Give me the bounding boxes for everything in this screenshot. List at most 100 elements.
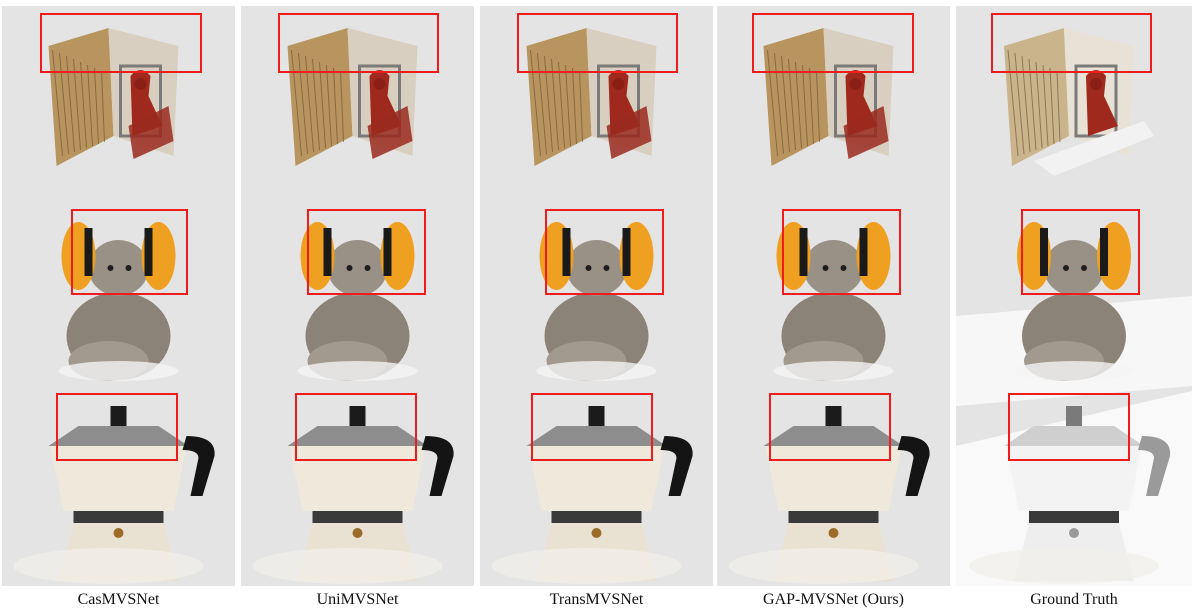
highlight-box — [307, 209, 426, 295]
lid-knob — [588, 406, 605, 428]
floor-points — [13, 548, 204, 584]
pot-lid — [287, 426, 428, 446]
lid-knob — [349, 406, 366, 428]
pot-handle — [421, 436, 454, 496]
floor-points — [969, 548, 1159, 584]
base-shadow — [773, 361, 894, 381]
result-panel — [480, 6, 713, 586]
reconstruction-image — [13, 13, 215, 584]
pot-lid — [48, 426, 189, 446]
highlight-box — [1008, 393, 1130, 461]
highlight-box — [1021, 209, 1140, 295]
base-shadow — [297, 361, 418, 381]
pot-upper-body — [765, 446, 902, 511]
rabbit-head — [1044, 240, 1104, 296]
rabbit-eye — [822, 265, 829, 271]
pot-waist — [312, 511, 403, 523]
rabbit-eye — [107, 265, 114, 271]
moka-pot-object — [491, 406, 693, 584]
highlight-box — [782, 209, 901, 295]
highlight-box — [545, 209, 664, 295]
pot-lid — [763, 426, 904, 446]
highlight-box — [71, 209, 188, 295]
moka-pot-object — [13, 406, 215, 584]
rabbit-object — [297, 222, 418, 381]
pressure-valve — [1069, 528, 1079, 538]
lid-knob — [1066, 406, 1082, 428]
result-panel — [956, 6, 1192, 586]
floor-points — [728, 548, 919, 584]
panel-caption: GAP-MVSNet (Ours) — [763, 591, 904, 608]
reconstruction-image — [491, 13, 693, 584]
textured-box-object — [763, 28, 894, 166]
highlight-box — [278, 13, 439, 73]
box-left-face — [763, 28, 829, 166]
pressure-valve — [113, 528, 124, 538]
rabbit-object — [1014, 222, 1134, 381]
pot-upper-body — [50, 446, 187, 511]
moka-pot-object — [252, 406, 454, 584]
ground-plane — [1034, 121, 1154, 176]
rabbit-head — [88, 240, 149, 296]
pot-waist — [1029, 511, 1119, 523]
panel-caption: CasMVSNet — [77, 591, 160, 608]
result-panel — [2, 6, 235, 586]
box-left-face — [526, 28, 592, 166]
highlight-box — [769, 393, 891, 461]
rabbit-eye — [585, 265, 592, 271]
rabbit-head — [566, 240, 627, 296]
textured-box-object — [1004, 28, 1154, 176]
panel-caption: TransMVSNet — [549, 591, 644, 608]
highlight-box — [56, 393, 178, 461]
reconstruction-image — [956, 13, 1192, 586]
highlight-box — [991, 13, 1152, 73]
pot-lid — [1004, 426, 1144, 446]
panel-caption: UniMVSNet — [316, 591, 399, 608]
textured-box-object — [526, 28, 657, 166]
box-left-face — [287, 28, 353, 166]
box-left-face — [1004, 28, 1069, 166]
lid-knob — [110, 406, 127, 428]
base-shadow — [58, 361, 179, 381]
highlight-box — [752, 13, 914, 73]
floor-points — [491, 548, 682, 584]
rabbit-eye — [1063, 265, 1069, 271]
moka-pot-object — [728, 406, 930, 584]
base-shadow — [536, 361, 657, 381]
pot-upper-body — [528, 446, 665, 511]
pot-waist — [73, 511, 164, 523]
rabbit-object — [58, 222, 179, 381]
rabbit-head — [803, 240, 864, 296]
pressure-valve — [591, 528, 602, 538]
rabbit-eye — [346, 265, 353, 271]
pot-upper-body — [1006, 446, 1142, 511]
rabbit-head — [327, 240, 388, 296]
textured-box-object — [287, 28, 418, 166]
pot-waist — [551, 511, 642, 523]
textured-box-object — [48, 28, 179, 166]
pot-upper-body — [289, 446, 426, 511]
pot-handle — [660, 436, 693, 496]
pot-lid — [526, 426, 667, 446]
pot-handle — [1138, 436, 1171, 496]
highlight-box — [517, 13, 678, 73]
pot-waist — [788, 511, 879, 523]
highlight-box — [531, 393, 653, 461]
base-shadow — [1014, 361, 1134, 381]
moka-pot-object — [969, 406, 1171, 584]
result-panel — [717, 6, 950, 586]
pressure-valve — [352, 528, 363, 538]
highlight-box — [40, 13, 202, 73]
pressure-valve — [828, 528, 839, 538]
reconstruction-image — [728, 13, 930, 584]
reconstruction-image — [252, 13, 454, 584]
box-left-face — [48, 28, 114, 166]
pot-handle — [897, 436, 930, 496]
panel-caption: Ground Truth — [1030, 591, 1118, 608]
result-panel — [241, 6, 474, 586]
floor-points — [252, 548, 443, 584]
rabbit-object — [773, 222, 894, 381]
rabbit-object — [536, 222, 657, 381]
lid-knob — [825, 406, 842, 428]
pot-handle — [182, 436, 215, 496]
